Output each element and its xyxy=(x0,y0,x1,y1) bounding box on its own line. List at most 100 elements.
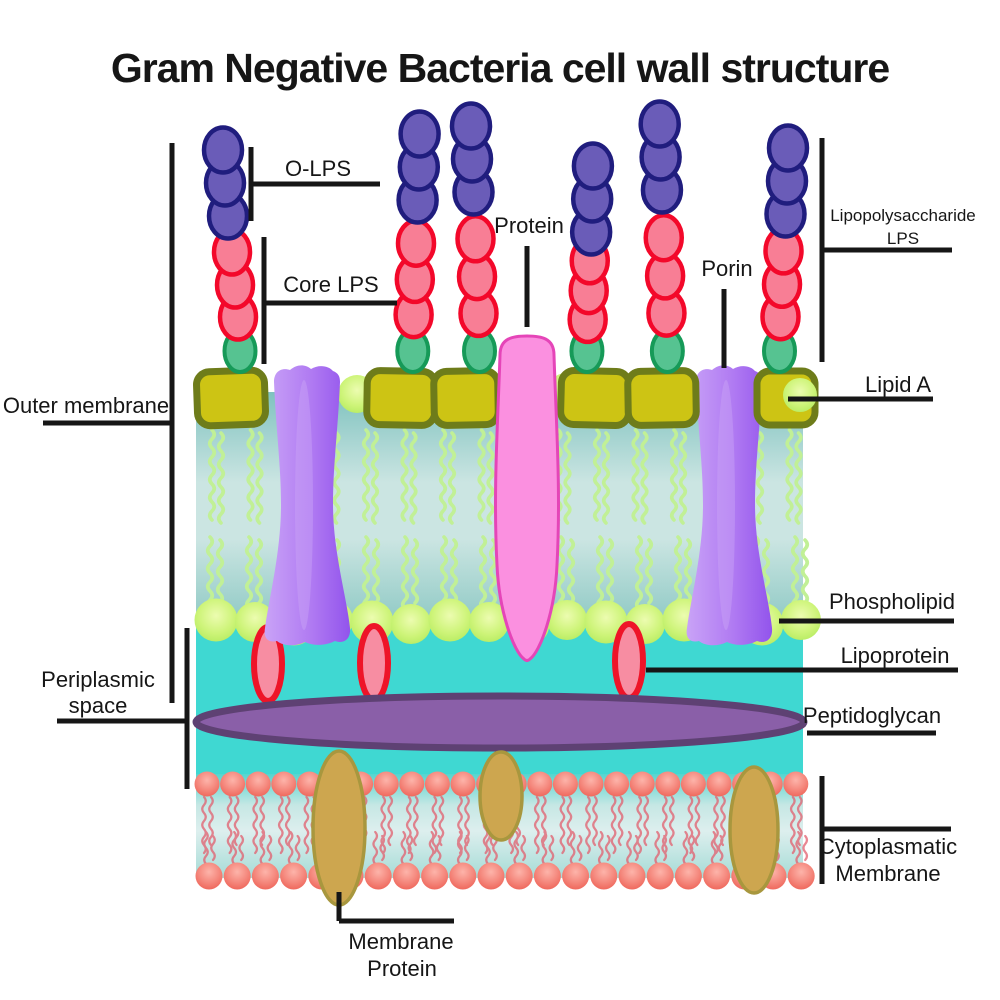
fatty-acid-tail xyxy=(447,431,457,525)
membrane-fatty-acid-tail xyxy=(604,834,611,862)
membrane-phospholipid-head xyxy=(533,862,561,890)
lps-chain xyxy=(567,141,615,374)
lps-o-antigen-oval xyxy=(638,99,681,149)
membrane-fatty-acid-tail xyxy=(610,795,617,855)
membrane-protein xyxy=(311,749,367,907)
membrane-phospholipid-head xyxy=(223,862,251,890)
membrane-phospholipid-head xyxy=(674,862,702,890)
membrane-fatty-acid-tail xyxy=(576,834,583,862)
membrane-fatty-acid-tail xyxy=(717,834,724,862)
fatty-acid-tail xyxy=(794,431,803,525)
membrane-phospholipid-head xyxy=(220,771,246,797)
membrane-phospholipid-head xyxy=(245,771,271,797)
membrane-phospholipid-head xyxy=(618,862,646,890)
fatty-acid-tail xyxy=(601,431,611,525)
lps-chain xyxy=(638,99,687,374)
membrane-phospholipid-head xyxy=(787,862,815,890)
membrane-fatty-acid-tail xyxy=(654,830,661,866)
fatty-acid-tail xyxy=(439,535,449,611)
fatty-acid-tail xyxy=(255,431,264,525)
membrane-phospholipid-head xyxy=(552,771,578,797)
membrane-phospholipid-head xyxy=(271,771,297,797)
membrane-fatty-acid-tail xyxy=(428,830,435,866)
membrane-fatty-acid-tail xyxy=(682,830,689,866)
membrane-phospholipid-head xyxy=(604,771,630,797)
lps-o-antigen-oval xyxy=(766,123,810,173)
lps-chain xyxy=(393,109,441,374)
membrane-phospholipid-head xyxy=(194,771,220,797)
membrane-fatty-acid-tail xyxy=(694,795,701,847)
phospholipid-head xyxy=(547,600,587,640)
lps-core-oval xyxy=(395,218,437,268)
membrane-phospholipid-head xyxy=(399,771,425,797)
membrane-phospholipid-head xyxy=(703,862,731,890)
phospholipid-head xyxy=(428,598,472,642)
annotation-labels: Gram Negative Bacteria cell wall structu… xyxy=(3,45,976,981)
membrane-fatty-acid-tail xyxy=(457,795,463,855)
porin-highlight xyxy=(295,380,313,630)
label-peptidoglycan: Peptidoglycan xyxy=(803,703,941,728)
fatty-acid-tail xyxy=(400,428,409,522)
phospholipid-head xyxy=(391,604,431,644)
membrane-fatty-acid-tail xyxy=(407,834,414,862)
membrane-fatty-acid-tail xyxy=(636,795,643,855)
fatty-acid-tail xyxy=(785,428,794,522)
fatty-acid-tail xyxy=(640,431,649,525)
membrane-protein xyxy=(478,750,524,842)
membrane-phospholipid-head xyxy=(392,862,420,890)
membrane-fatty-acid-tail xyxy=(463,834,470,862)
membrane-phospholipid-head xyxy=(373,771,399,797)
lps-o-antigen-oval xyxy=(398,109,441,159)
membrane-fatty-acid-tail xyxy=(277,795,284,855)
membrane-phospholipid-head xyxy=(449,862,477,890)
membrane-fatty-acid-tail xyxy=(569,830,576,866)
label-protein: Protein xyxy=(494,213,564,238)
label-cytoplasmatic: Cytoplasmatic xyxy=(819,834,957,859)
fatty-acid-tail xyxy=(410,538,420,605)
fatty-acid-tail xyxy=(477,428,486,522)
membrane-phospholipid-head xyxy=(655,771,681,797)
membrane-fatty-acid-tail xyxy=(226,795,233,855)
annotation-lines xyxy=(43,138,958,924)
membrane-fatty-acid-tail xyxy=(294,834,301,862)
fatty-acid-tail xyxy=(438,428,448,522)
membrane-fatty-acid-tail xyxy=(720,795,726,847)
membrane-fatty-acid-tail xyxy=(431,795,438,855)
lps-o-antigen-oval xyxy=(201,125,245,175)
membrane-fatty-acid-tail xyxy=(400,830,407,866)
fatty-acid-tail xyxy=(215,538,225,605)
membrane-phospholipid-head xyxy=(562,862,590,890)
membrane-fatty-acid-tail xyxy=(548,834,555,862)
label-cytoplasmatic-membrane: Membrane xyxy=(835,861,940,886)
label-membrane-protein-2: Protein xyxy=(367,956,437,981)
fatty-acid-tail xyxy=(563,431,572,525)
membrane-phospholipid-head xyxy=(251,862,279,890)
fatty-acid-tail xyxy=(449,538,459,605)
label-o-lps: O-LPS xyxy=(285,156,351,181)
fatty-acid-tail xyxy=(566,538,576,605)
fatty-acid-tail xyxy=(400,535,410,611)
fatty-acid-tail xyxy=(254,538,264,605)
label-lps: LPS xyxy=(887,229,919,248)
membrane-fatty-acid-tail xyxy=(541,830,548,866)
membrane-fatty-acid-tail xyxy=(405,795,412,855)
fatty-acid-tail xyxy=(478,535,488,611)
membrane-phospholipid-head xyxy=(364,862,392,890)
membrane-artwork xyxy=(192,99,821,907)
label-outer-membrane: Outer membrane xyxy=(3,393,169,418)
membrane-fatty-acid-tail xyxy=(540,795,547,847)
membrane-phospholipid-head xyxy=(505,862,533,890)
lipoprotein xyxy=(357,623,391,703)
membrane-fatty-acid-tail xyxy=(592,795,598,847)
membrane-fatty-acid-tail xyxy=(252,795,259,855)
membrane-phospholipid-head xyxy=(424,771,450,797)
membrane-fatty-acid-tail xyxy=(203,830,209,866)
membrane-fatty-acid-tail xyxy=(713,795,719,855)
membrane-fatty-acid-tail xyxy=(513,830,520,866)
fatty-acid-tail xyxy=(205,535,215,611)
label-porin: Porin xyxy=(701,256,752,281)
lipoprotein xyxy=(612,621,646,701)
porin-channel xyxy=(686,365,773,646)
